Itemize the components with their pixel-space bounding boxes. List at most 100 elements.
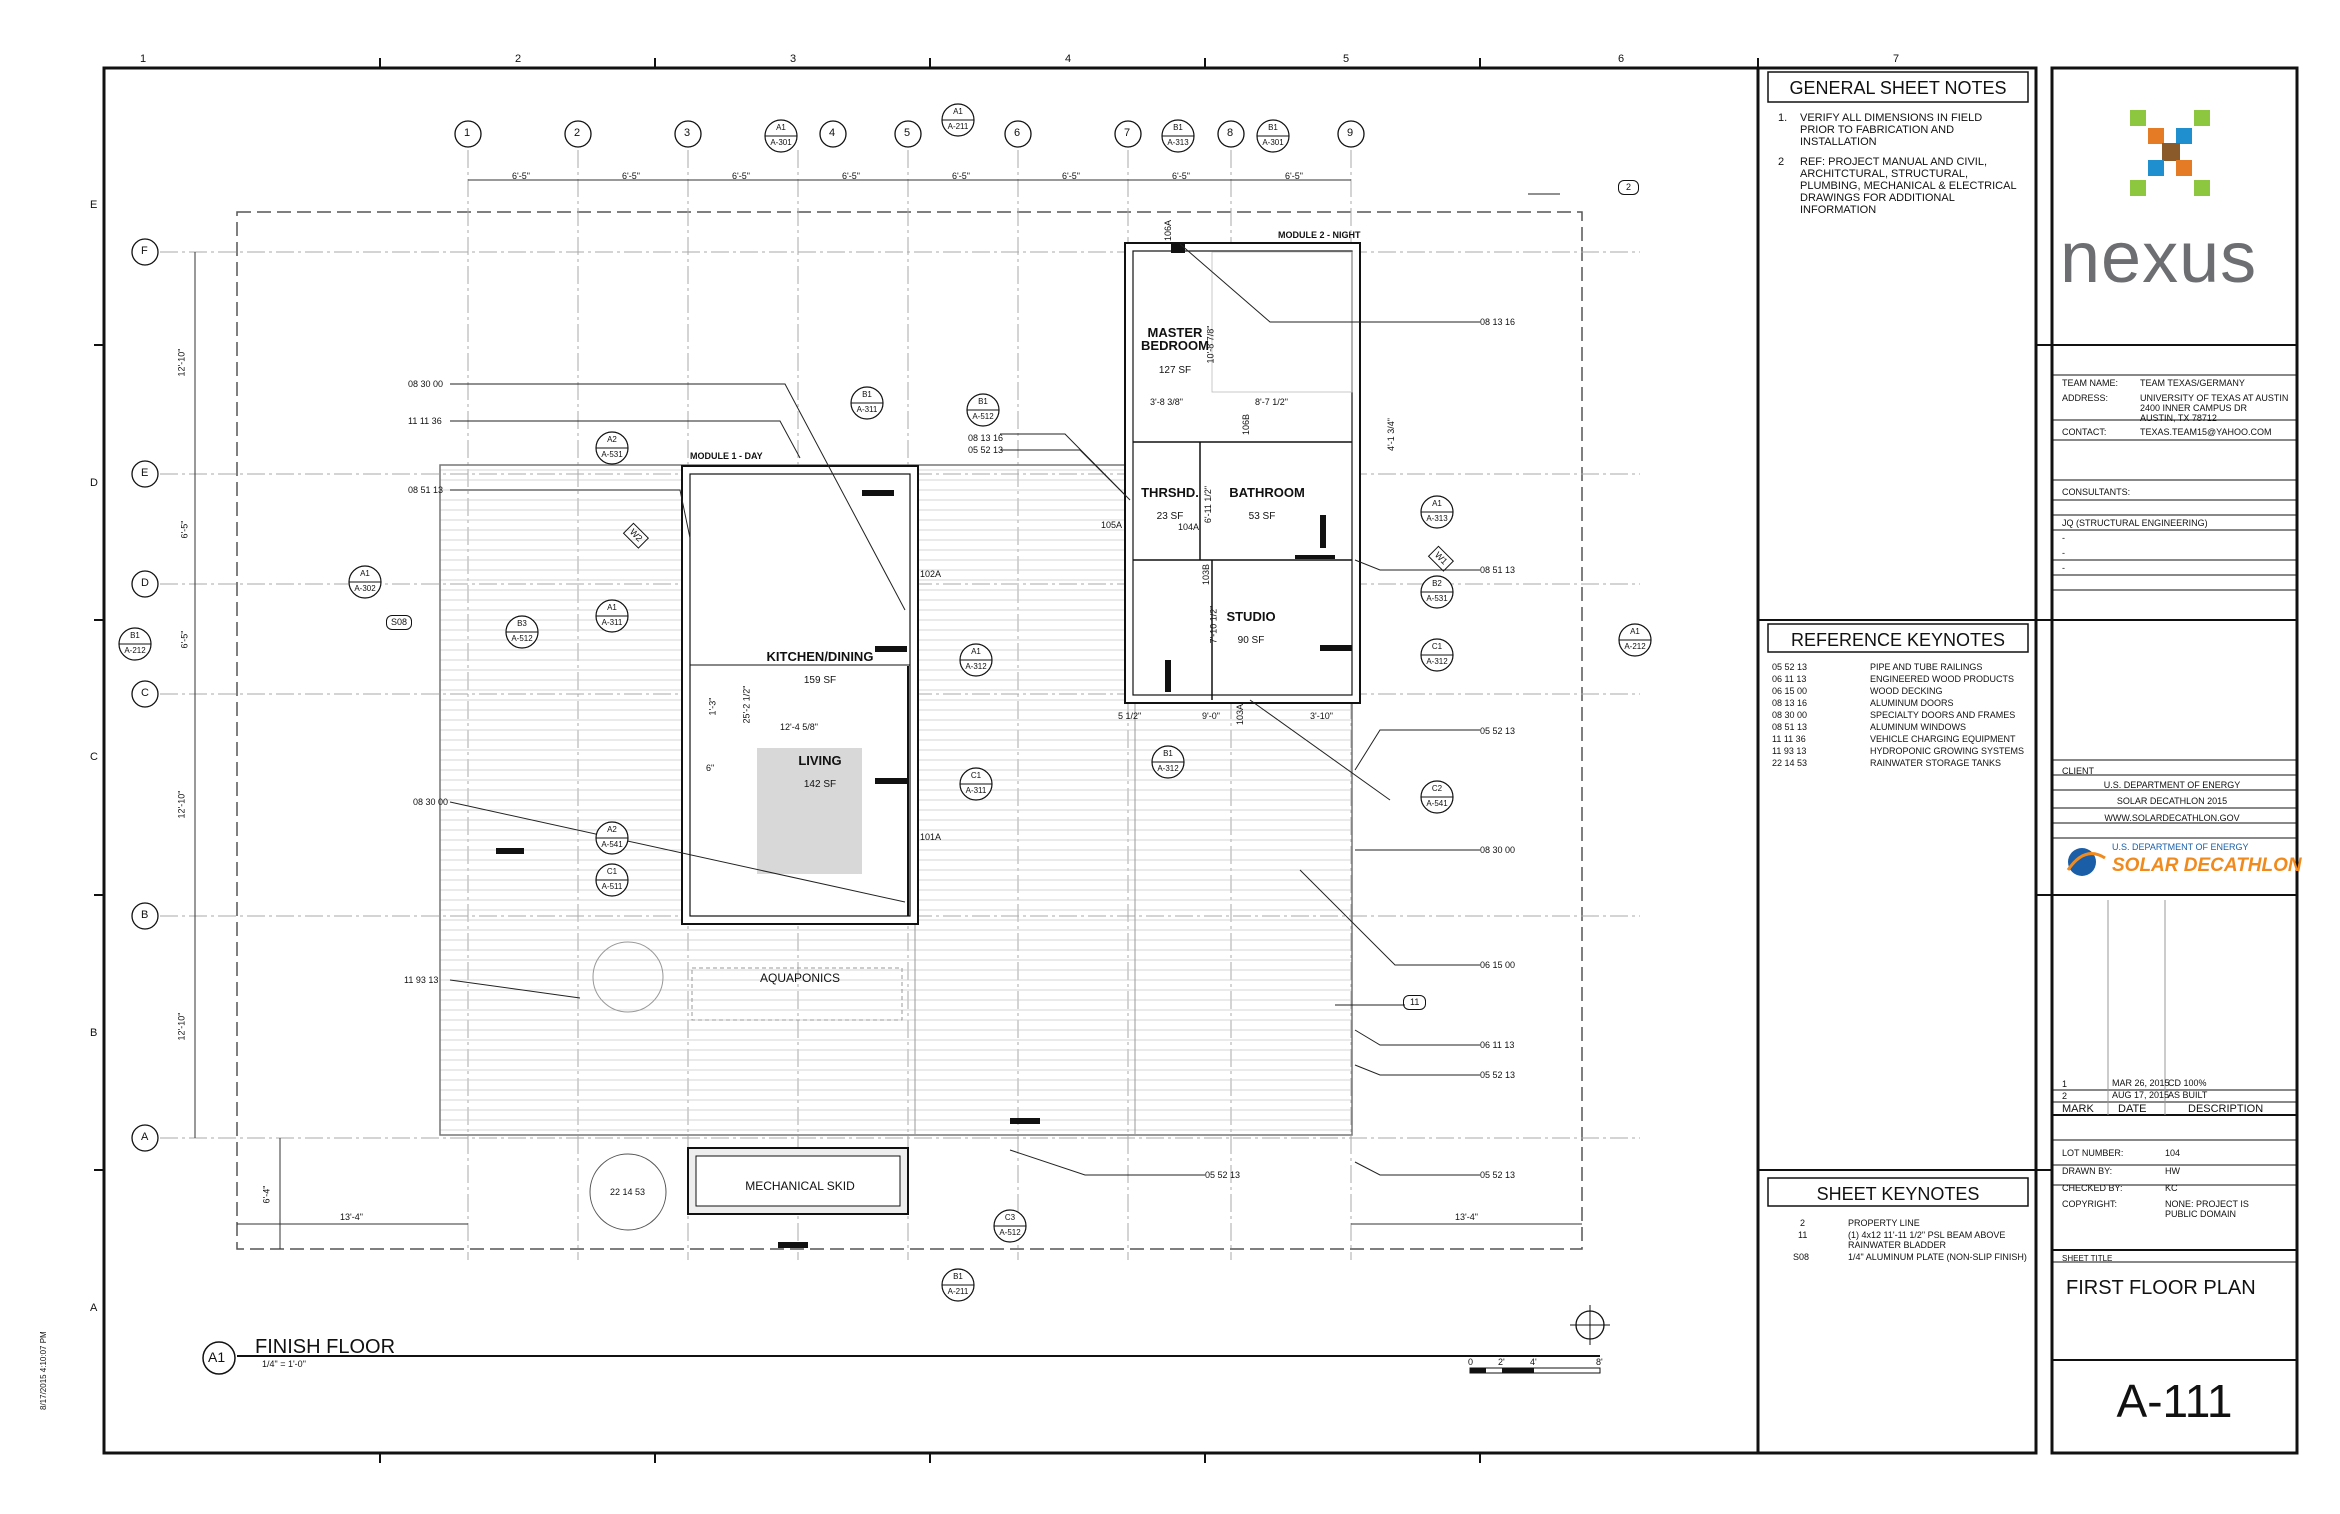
dim-top-6: 6'-5" xyxy=(1062,171,1080,181)
grid-col-5: 5 xyxy=(904,127,911,139)
room-living-area: 142 SF xyxy=(803,779,837,790)
hex-tag-11: 11 xyxy=(1403,995,1427,1010)
dim-left-5: 12'-10" xyxy=(176,1012,187,1041)
sec-10-bot: A-311 xyxy=(601,618,623,627)
det-3-top: C1 xyxy=(606,867,618,876)
dim-top-8: 6'-5" xyxy=(1285,171,1303,181)
checked-by: KC xyxy=(2165,1183,2178,1193)
grid-col-3: 3 xyxy=(684,127,691,139)
rev-header-desc: DESCRIPTION xyxy=(2188,1103,2264,1115)
sd-dept: U.S. DEPARTMENT OF ENERGY xyxy=(2112,842,2249,852)
address-2: 2400 INNER CAMPUS DR xyxy=(2140,403,2248,413)
grid-row-e: E xyxy=(141,467,149,479)
grid-row-a: A xyxy=(141,1131,149,1143)
ref-keynote-desc: WOOD DECKING xyxy=(1870,686,1943,696)
rev-header-date: DATE xyxy=(2118,1103,2147,1115)
scale-0: 0 xyxy=(1468,1357,1474,1367)
module-2-label: MODULE 2 - NIGHT xyxy=(1278,230,1361,240)
rev-1-desc: CD 100% xyxy=(2168,1078,2207,1088)
dim-bottom-vert: 6'-4" xyxy=(261,1185,272,1204)
sec-16-bot: A-212 xyxy=(1624,642,1646,651)
grid-col-1: 1 xyxy=(464,127,471,139)
border-row-a: A xyxy=(90,1302,98,1314)
keynote-mid-2: 05 52 13 xyxy=(968,445,1004,455)
dim-left-1: 12'-10" xyxy=(176,348,187,377)
border-row-c: C xyxy=(90,751,98,763)
room-master-bedroom-area: 127 SF xyxy=(1158,365,1192,376)
client-label: CLIENT xyxy=(2062,766,2095,776)
sheet-number: A-111 xyxy=(2116,1375,2233,1427)
sec-20-bot: A-211 xyxy=(947,1287,969,1296)
sec-17-top: B1 xyxy=(1163,749,1173,758)
hex-tag-s08: S08 xyxy=(386,615,413,630)
consultants-label: CONSULTANTS: xyxy=(2062,487,2131,497)
sec-18-top: C2 xyxy=(1431,784,1443,793)
keynote-right-8: 05 52 13 xyxy=(1205,1170,1241,1180)
view-title: FINISH FLOOR xyxy=(255,1336,396,1358)
keynote-right-1: 08 13 16 xyxy=(1480,317,1516,327)
property-line xyxy=(236,211,1583,1250)
keynote-left-1: 08 30 00 xyxy=(408,379,444,389)
keynote-left-3: 08 51 13 xyxy=(408,485,444,495)
grid-col-8: 8 xyxy=(1227,127,1234,139)
grid-row-d: D xyxy=(141,577,149,589)
contact: TEXAS.TEAM15@YAHOO.COM xyxy=(2140,427,2272,437)
room-tag-103b: 103B xyxy=(1201,563,1212,586)
keynote-right-9: 05 52 13 xyxy=(1480,1170,1516,1180)
sec-3-bot: A-313 xyxy=(1167,138,1189,147)
border-col-6: 6 xyxy=(1618,53,1625,65)
ref-keynote-desc: RAINWATER STORAGE TANKS xyxy=(1870,758,2002,768)
idim-11: 25'-2 1/2" xyxy=(741,685,752,724)
sheet-keynote-desc: PROPERTY LINE xyxy=(1848,1218,1920,1228)
consultant-blank: - xyxy=(2062,563,2065,573)
view-scale: 1/4" = 1'-0" xyxy=(262,1359,306,1369)
idim-2: 8'-7 1/2" xyxy=(1255,397,1288,407)
client-line-2: SOLAR DECATHLON 2015 xyxy=(2116,796,2228,806)
idim-9: 3'-10" xyxy=(1310,711,1333,721)
room-threshold-area: 23 SF xyxy=(1156,511,1184,522)
ref-keynote-code: 08 30 00 xyxy=(1772,710,1808,720)
rainwater-tank xyxy=(589,1153,667,1231)
idim-10: 12'-4 5/8" xyxy=(780,722,818,732)
dim-top-5: 6'-5" xyxy=(952,171,970,181)
address-3: AUSTIN, TX 78712 xyxy=(2140,413,2217,423)
room-bathroom-area: 53 SF xyxy=(1248,511,1276,522)
keynote-right-4: 08 30 00 xyxy=(1480,845,1516,855)
idim-6: 7'-10 1/2" xyxy=(1208,605,1219,644)
consultant: JQ (STRUCTURAL ENGINEERING) xyxy=(2062,518,2208,528)
scale-2: 2' xyxy=(1498,1357,1505,1367)
sec-9-top: B3 xyxy=(517,619,527,628)
drawn-label: DRAWN BY: xyxy=(2062,1166,2113,1176)
sec-11-bot: A-312 xyxy=(965,662,987,671)
sec-14-top: B2 xyxy=(1432,579,1442,588)
hex-tag-2: 2 xyxy=(1618,180,1640,195)
grid-col-7: 7 xyxy=(1124,127,1131,139)
room-tag-106b: 106B xyxy=(1241,413,1252,436)
ref-keynote-code: 22 14 53 xyxy=(1772,758,1808,768)
sheet-frame xyxy=(102,66,2038,1455)
sec-15-bot: A-312 xyxy=(1426,657,1448,666)
dim-top-3: 6'-5" xyxy=(732,171,750,181)
sec-14-bot: A-531 xyxy=(1426,594,1448,603)
room-tag-102a: 102A xyxy=(920,569,942,579)
sheet-keynote-desc: 1/4" ALUMINUM PLATE (NON-SLIP FINISH) xyxy=(1848,1252,2027,1262)
lot-label: LOT NUMBER: xyxy=(2062,1148,2124,1158)
copyright-label: COPYRIGHT: xyxy=(2062,1199,2118,1209)
det-2-top: A2 xyxy=(607,825,617,834)
keynote-left-2: 11 11 36 xyxy=(408,416,442,426)
sec-18-bot: A-541 xyxy=(1426,799,1448,808)
det-2-bot: A-541 xyxy=(601,840,623,849)
keynote-left-5: 11 93 13 xyxy=(404,975,439,985)
border-col-3: 3 xyxy=(790,53,797,65)
nexus-logo-text: nexus xyxy=(2060,218,2258,298)
det-1-bot: A-531 xyxy=(601,450,623,459)
checked-label: CHECKED BY: xyxy=(2062,1183,2123,1193)
rev-2-mark: 2 xyxy=(2062,1091,2068,1101)
border-row-d: D xyxy=(90,477,98,489)
drawn-by: HW xyxy=(2165,1166,2180,1176)
sec-10-top: A1 xyxy=(607,603,617,612)
ref-keynote-desc: PIPE AND TUBE RAILINGS xyxy=(1870,662,1983,672)
sd-name: SOLAR DECATHLON xyxy=(2112,855,2302,876)
